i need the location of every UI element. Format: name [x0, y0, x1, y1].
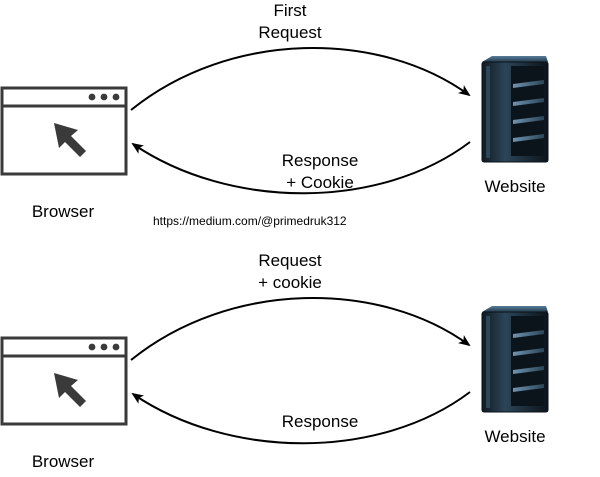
request-label-line2: + cookie	[258, 273, 322, 292]
request-arrow	[130, 47, 471, 111]
browser-window-icon	[0, 86, 128, 176]
response-label: Response	[265, 411, 375, 433]
client-label: Browser	[31, 452, 95, 471]
request-label-line1: Request	[258, 251, 322, 270]
watermark-url: https://medium.com/@primedruk312	[153, 214, 347, 228]
request-label: Request + cookie	[238, 250, 342, 294]
browser-window-icon	[0, 336, 128, 426]
cursor-arrow-icon	[54, 123, 86, 157]
response-arrow	[131, 391, 471, 445]
request-label: First Request	[238, 0, 342, 44]
request-label-line1: First	[273, 1, 307, 20]
server-label: Website	[484, 427, 546, 446]
request-arrow	[130, 297, 471, 361]
response-label-line1: Response	[281, 151, 359, 170]
server-tower-icon	[481, 306, 549, 413]
server-label: Website	[484, 177, 546, 196]
response-label: Response + Cookie	[265, 150, 375, 194]
cursor-arrow-icon	[54, 373, 86, 407]
response-arrow	[131, 141, 471, 195]
response-label-line1: Response	[281, 412, 359, 431]
request-label-line2: Request	[258, 23, 322, 42]
response-label-line2: + Cookie	[286, 173, 354, 192]
client-label: Browser	[31, 202, 95, 221]
server-tower-icon	[481, 56, 549, 163]
scenario-2	[0, 297, 549, 445]
scenario-1	[0, 47, 549, 195]
